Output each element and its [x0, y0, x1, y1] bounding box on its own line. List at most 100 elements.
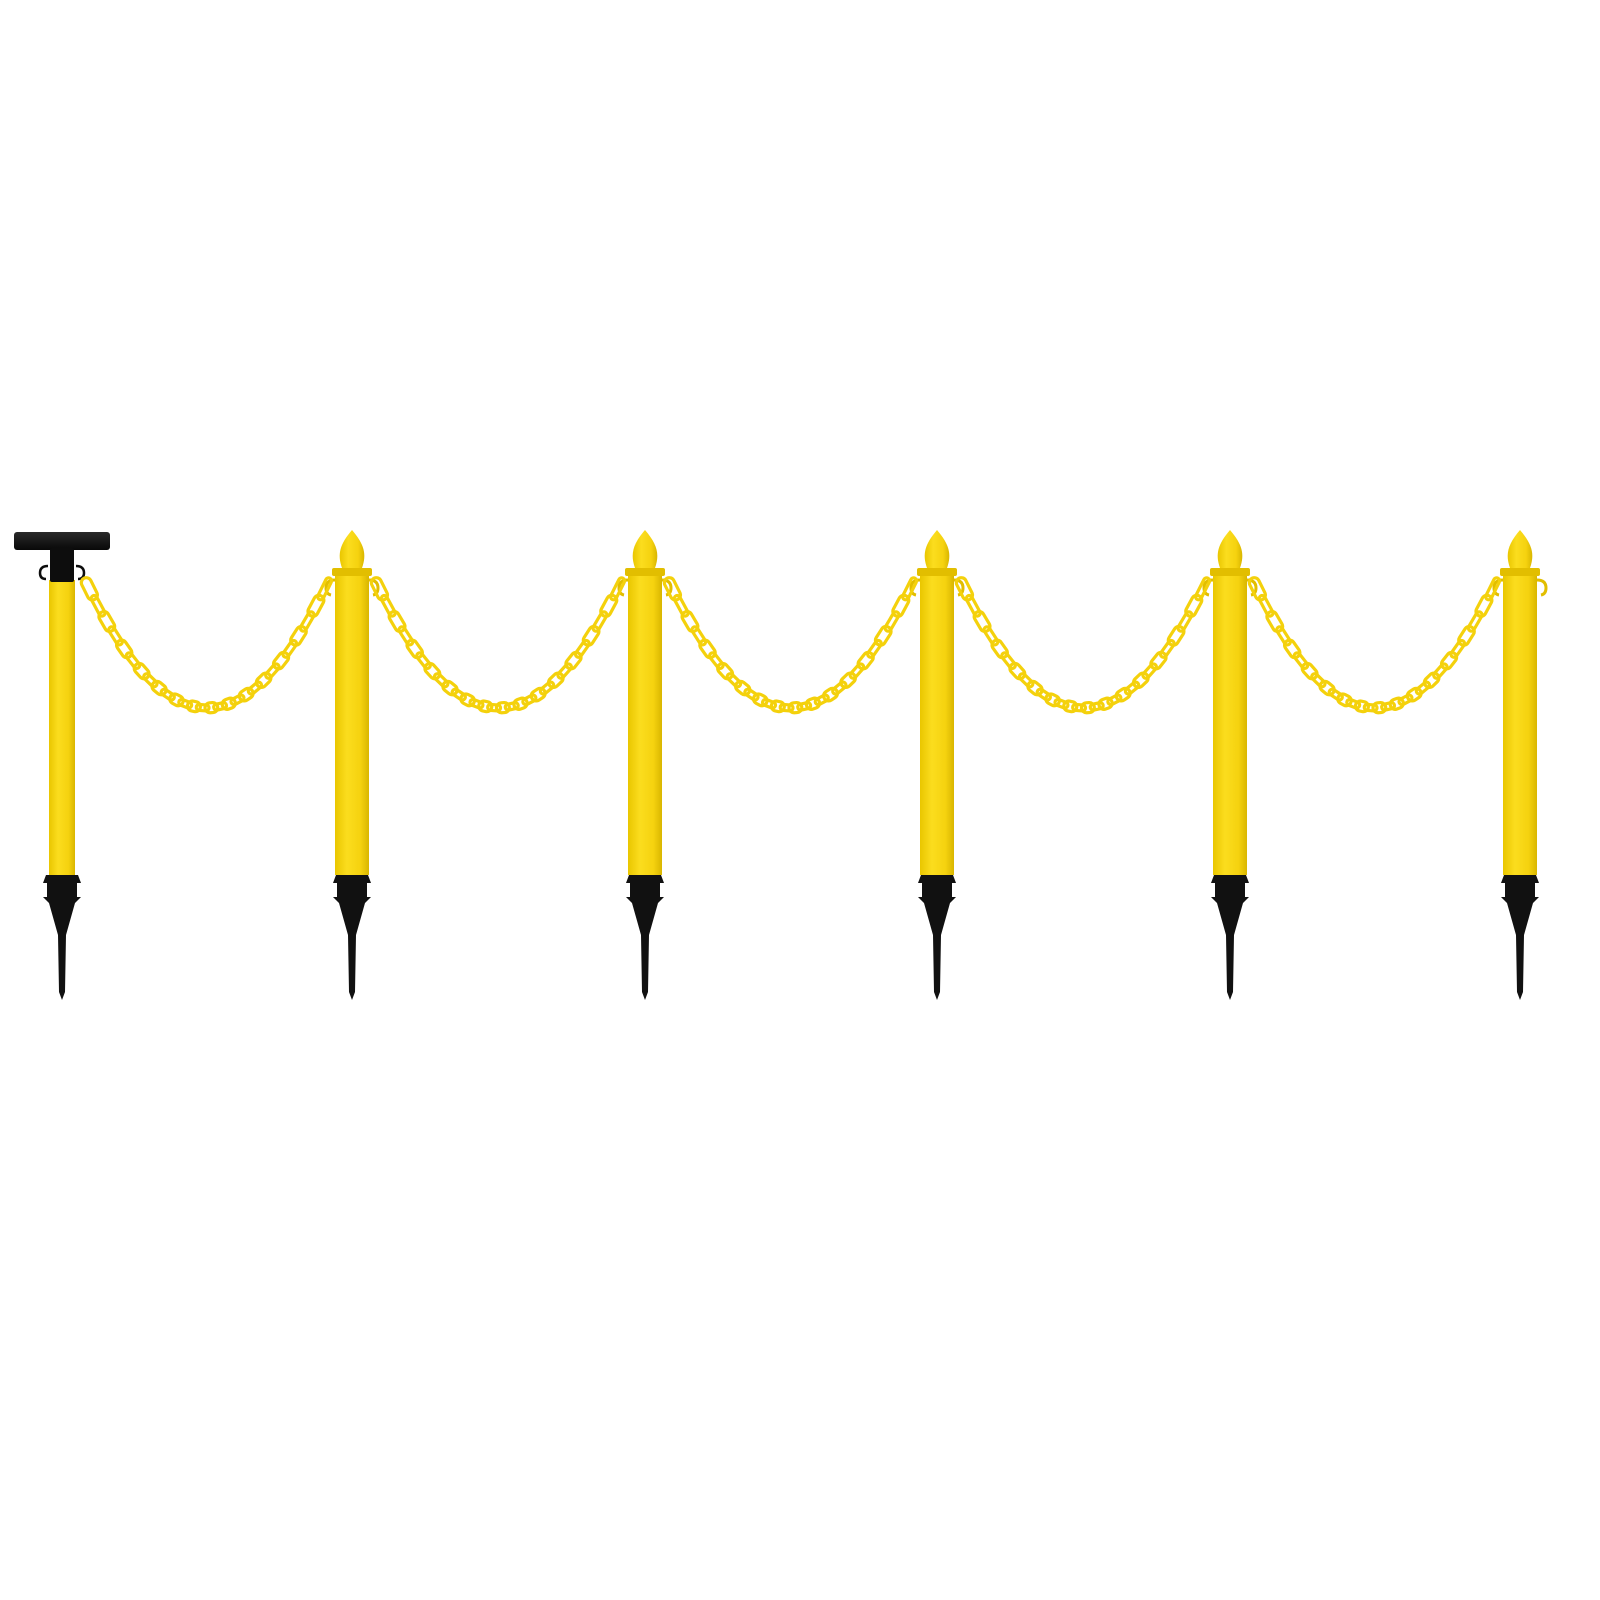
chain-link: [1449, 638, 1467, 659]
chain-link: [397, 625, 415, 647]
chain-link: [1062, 699, 1079, 714]
chain-link: [1345, 697, 1362, 710]
chain-link: [415, 651, 432, 671]
chain-link: [1017, 672, 1035, 689]
chain-link: [477, 699, 494, 714]
chain-link: [1194, 576, 1212, 602]
ground-spike-icon: [1211, 875, 1249, 1000]
chain-link: [769, 699, 786, 714]
chain-link: [1484, 576, 1502, 602]
chain-link: [220, 696, 237, 711]
chain-link: [796, 701, 813, 712]
chain-link: [1166, 624, 1186, 647]
chain-link: [168, 692, 185, 708]
chain-link: [512, 696, 529, 711]
chain-link: [743, 687, 760, 702]
ground-spike-icon: [333, 875, 371, 1000]
acorn-finial-icon: [924, 530, 950, 568]
chain-link: [599, 593, 619, 618]
chain-link: [79, 576, 99, 602]
chain-link: [778, 702, 795, 713]
chain-link: [1353, 699, 1370, 714]
chain-link: [1088, 701, 1105, 712]
chain-link: [1123, 680, 1141, 696]
chain-link: [503, 701, 520, 712]
hook-icon: [1536, 578, 1548, 597]
chain-link: [573, 638, 591, 659]
posts-layer: [14, 530, 1548, 1000]
chain-link: [494, 700, 511, 715]
chain-link: [1141, 662, 1159, 680]
chain-link: [1184, 593, 1204, 618]
chain-link: [813, 693, 830, 707]
chain-link: [831, 680, 848, 696]
chain-link: [1114, 686, 1132, 703]
chain-link: [556, 662, 574, 680]
chain-link: [581, 624, 601, 647]
chain-link: [1282, 638, 1302, 660]
chain-link: [89, 593, 107, 618]
chain-link: [564, 650, 583, 671]
chain-link: [432, 672, 450, 689]
chain-link: [254, 671, 273, 689]
chain-link: [680, 609, 700, 633]
chain-link: [405, 638, 424, 660]
chain-link: [281, 638, 299, 659]
chain-link: [306, 593, 326, 618]
acorn-finial-icon: [632, 530, 658, 568]
chain-link: [237, 686, 255, 703]
chain-link: [546, 671, 565, 690]
chain-link: [379, 593, 397, 618]
acorn-finial-icon: [339, 530, 365, 568]
chain-link: [1097, 696, 1114, 711]
chain-layer: [79, 576, 1502, 715]
chain-link: [873, 624, 893, 647]
chain-link: [486, 702, 503, 713]
chain-link: [1422, 671, 1441, 689]
hook-icon: [38, 564, 49, 581]
chain-link: [1439, 650, 1459, 671]
chain-link: [1071, 702, 1088, 713]
chain-link: [1405, 686, 1423, 703]
post-collar: [917, 568, 957, 576]
chain-link: [194, 702, 211, 713]
chain-link: [1327, 687, 1344, 702]
chain-link: [529, 686, 547, 703]
chain-link: [662, 576, 683, 602]
chain-link: [1247, 576, 1267, 602]
acorn-finial-icon: [1217, 530, 1243, 568]
chain-link: [538, 680, 556, 696]
chain-link: [690, 625, 708, 647]
chain-link: [964, 593, 982, 618]
chain-link: [107, 625, 124, 647]
chain-link: [1292, 651, 1310, 671]
chain-link: [264, 662, 281, 680]
chain-link: [212, 701, 229, 712]
chain-link: [856, 650, 875, 671]
t-cap-neck: [50, 548, 74, 582]
stanchion-post: [1202, 530, 1258, 1000]
chain-link: [203, 700, 220, 715]
post-collar: [332, 568, 372, 576]
chain-link: [1318, 679, 1336, 697]
chain-link: [990, 638, 1009, 660]
chain-link: [459, 692, 476, 708]
chain-link: [591, 610, 609, 633]
chain-link: [1265, 609, 1285, 633]
chain-link: [1371, 700, 1388, 715]
chain-link: [1414, 680, 1432, 696]
chain-link: [369, 576, 390, 602]
chain-link: [1336, 692, 1353, 708]
chain-link: [1131, 671, 1150, 690]
chain-link: [246, 680, 264, 696]
chain-link: [271, 650, 291, 671]
chain-link: [1257, 593, 1275, 618]
post-collar: [1210, 568, 1250, 576]
chain-link: [1300, 661, 1319, 681]
chain-link: [177, 697, 194, 710]
ground-spike-icon: [43, 875, 81, 1000]
chain-link: [1388, 696, 1405, 711]
acorn-finial-icon: [1507, 530, 1533, 568]
chain-link: [1432, 662, 1449, 680]
